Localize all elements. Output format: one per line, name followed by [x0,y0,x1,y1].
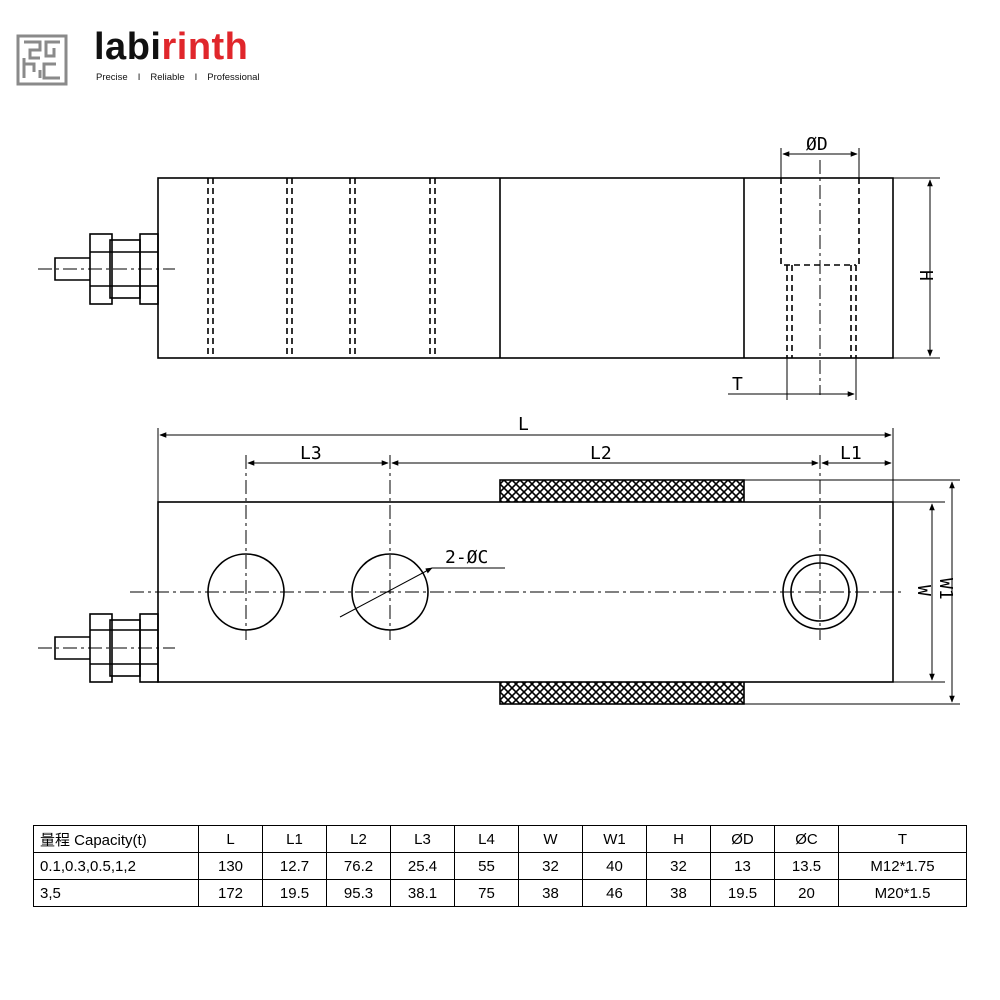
table-cell: 38 [518,879,583,907]
header-l1: L1 [262,825,327,853]
gauge-cover-top [499,479,745,505]
label-l: L [518,414,529,435]
table-cell: 32 [518,852,583,880]
table-cell: M12*1.75 [838,852,967,880]
table-cell: 12.7 [262,852,327,880]
header-l4: L4 [454,825,519,853]
brand-name: labirinth [94,26,249,68]
header-capacity: 量程 Capacity(t) [33,825,199,853]
side-cable-gland [38,233,175,305]
top-cable-gland [38,613,175,683]
table-cell: 55 [454,852,519,880]
table-cell: 19.5 [710,879,775,907]
header-w: W [518,825,583,853]
table-cell: 38.1 [390,879,455,907]
label-t: T [732,374,743,395]
table-cell: 13.5 [774,852,839,880]
table-cell: 76.2 [326,852,391,880]
label-w1: W1 [935,578,956,600]
table-cell: 172 [198,879,263,907]
side-view [38,148,940,400]
header-l3: L3 [390,825,455,853]
header-dia-c: ØC [774,825,839,853]
table-cell: 46 [582,879,647,907]
side-body [157,177,894,359]
table-header-row: 量程 Capacity(t) L L1 L2 L3 L4 W W1 H ØD Ø… [33,825,967,853]
table-cell: 0.1,0.3,0.5,1,2 [33,852,199,880]
table-cell: 38 [646,879,711,907]
table-cell: 32 [646,852,711,880]
table-cell: 40 [582,852,647,880]
header-t: T [838,825,967,853]
label-dia-d: ØD [806,134,828,155]
table-cell: M20*1.5 [838,879,967,907]
label-l3: L3 [300,443,322,464]
label-h: H [915,270,936,281]
table-cell: 3,5 [33,879,199,907]
table-cell: 130 [198,852,263,880]
table-cell: 95.3 [326,879,391,907]
header-dia-d: ØD [710,825,775,853]
gauge-cover-bottom [499,679,745,705]
table-row: 0.1,0.3,0.5,1,2 130 12.7 76.2 25.4 55 32… [33,852,967,880]
header-w1: W1 [582,825,647,853]
header-l2: L2 [326,825,391,853]
table-cell: 20 [774,879,839,907]
header-h: H [646,825,711,853]
table-cell: 19.5 [262,879,327,907]
table-cell: 75 [454,879,519,907]
table-cell: 25.4 [390,852,455,880]
table-cell: 13 [710,852,775,880]
label-l1: L1 [840,443,862,464]
side-hole-left [207,178,436,358]
spec-table: 量程 Capacity(t) L L1 L2 L3 L4 W W1 H ØD Ø… [33,825,967,907]
label-holes: 2-ØC [445,547,488,568]
header-l: L [198,825,263,853]
top-view [38,428,960,705]
label-l2: L2 [590,443,612,464]
table-row: 3,5 172 19.5 95.3 38.1 75 38 46 38 19.5 … [33,879,967,907]
label-w: W [913,585,934,596]
labyrinth-logo-icon [16,34,68,86]
